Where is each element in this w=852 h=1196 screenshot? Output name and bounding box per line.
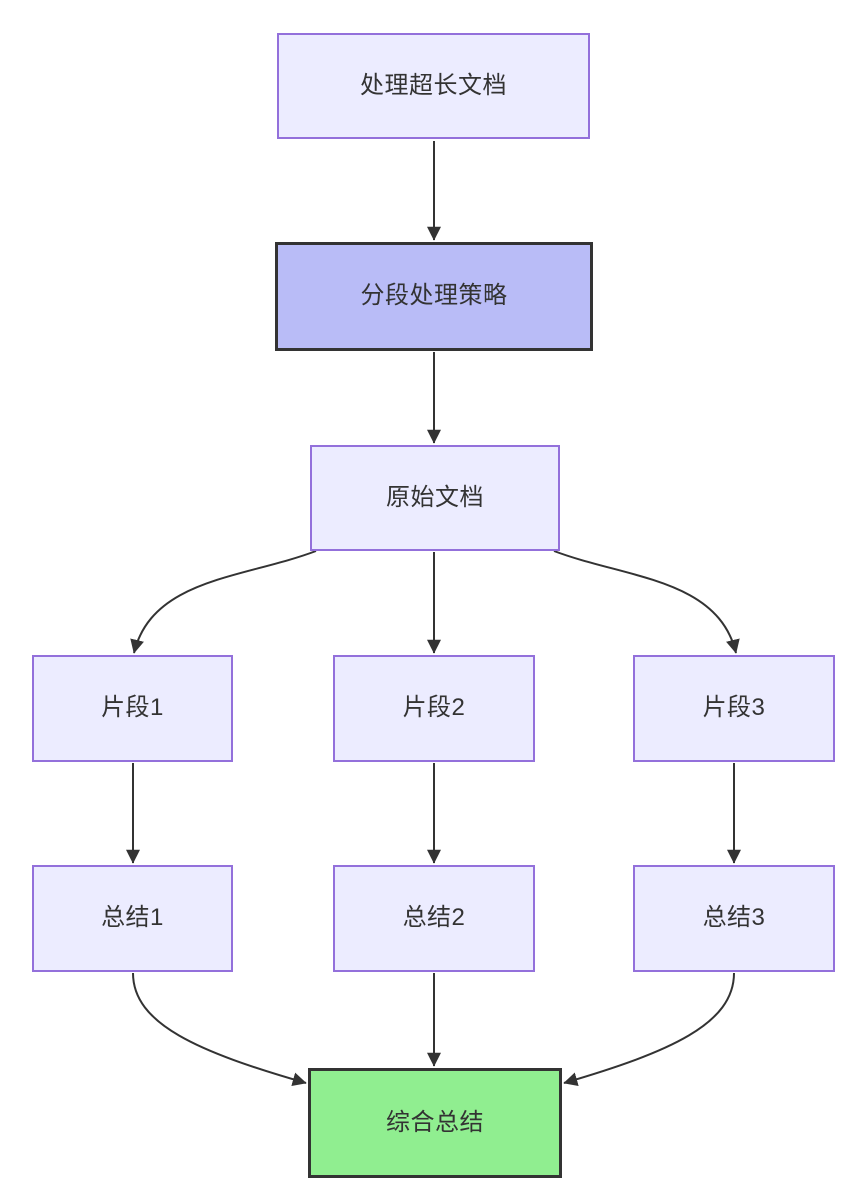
flow-node-a: 处理超长文档 [277,33,590,139]
edge-e3-to-f [563,972,735,1086]
flow-node-label-e3: 总结3 [702,904,766,932]
edge-c-to-d1 [130,550,317,654]
edge-e1-to-f [132,972,307,1087]
flow-node-b: 分段处理策略 [275,242,593,351]
flow-node-d2: 片段2 [333,655,535,762]
flow-node-e2: 总结2 [333,865,535,972]
flow-node-label-c: 原始文档 [386,483,484,511]
flow-node-label-f: 综合总结 [386,1108,484,1136]
flow-node-c: 原始文档 [310,445,560,551]
flow-node-d3: 片段3 [633,655,835,762]
flow-node-label-d1: 片段1 [101,694,164,722]
flow-node-label-e1: 总结1 [101,904,164,932]
flow-node-label-d2: 片段2 [402,694,466,722]
flow-node-label-a: 处理超长文档 [360,71,507,99]
flow-node-label-b: 分段处理策略 [360,282,508,310]
flow-node-e3: 总结3 [633,865,835,972]
flow-node-e1: 总结1 [32,865,233,972]
flow-node-label-d3: 片段3 [702,694,766,722]
edge-c-to-d3 [553,550,740,654]
flow-node-d1: 片段1 [32,655,233,762]
flow-node-f: 综合总结 [308,1068,562,1178]
flow-node-label-e2: 总结2 [402,904,466,932]
